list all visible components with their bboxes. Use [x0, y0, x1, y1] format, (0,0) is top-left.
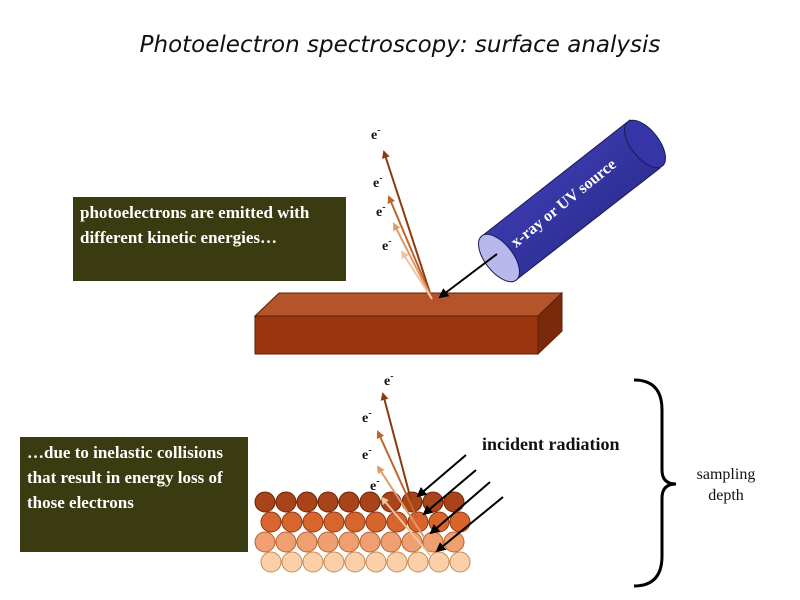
incident-ray-arrow	[435, 496, 504, 553]
atom-sphere	[317, 491, 339, 513]
photoelectron-arrow	[400, 250, 433, 300]
atom-sphere	[317, 531, 339, 553]
photoelectron-arrow	[382, 150, 433, 300]
atom-sphere	[443, 531, 465, 553]
incident-ray-arrow	[416, 454, 467, 498]
atom-sphere	[344, 511, 366, 533]
incident-ray-arrow	[422, 469, 477, 516]
photoelectron-arrow	[376, 465, 425, 538]
atom-sphere	[407, 551, 429, 573]
atom-sphere	[323, 551, 345, 573]
atom-sphere	[254, 491, 276, 513]
atom-sphere	[296, 491, 318, 513]
atom-sphere	[323, 511, 345, 533]
atom-sphere	[380, 531, 402, 553]
atom-sphere	[359, 491, 381, 513]
atom-sphere	[407, 511, 429, 533]
sampling-depth-brace	[633, 378, 677, 588]
photoelectron-arrow	[376, 430, 418, 519]
atom-sphere	[338, 491, 360, 513]
atom-sphere	[275, 491, 297, 513]
photoelectron-arrow	[380, 496, 431, 556]
photoelectron-arrow	[387, 195, 433, 300]
atom-sphere	[302, 511, 324, 533]
incident-ray-arrow	[429, 481, 491, 535]
atomic-lattice	[254, 491, 471, 573]
atom-sphere	[254, 531, 276, 553]
slide-title: Photoelectron spectroscopy: surface anal…	[139, 32, 661, 58]
atom-sphere	[386, 511, 408, 533]
incident-radiation-arrows	[416, 454, 504, 553]
electron-label: e-	[373, 173, 383, 191]
electron-label: e-	[362, 408, 372, 426]
electron-label: e-	[362, 445, 372, 463]
atom-sphere	[275, 531, 297, 553]
atom-sphere	[281, 511, 303, 533]
atom-sphere	[386, 551, 408, 573]
inelastic-collisions-text: …due to inelastic collisions that result…	[20, 437, 248, 552]
atom-sphere	[449, 551, 471, 573]
atom-sphere	[302, 551, 324, 573]
electron-label: e-	[384, 371, 394, 389]
atom-sphere	[260, 551, 282, 573]
photoelectron-arrow	[393, 222, 433, 300]
incident-beam-arrow	[438, 253, 498, 299]
incident-radiation-label: incident radiation	[482, 434, 620, 454]
atom-sphere	[428, 551, 450, 573]
atom-sphere	[344, 551, 366, 573]
atom-sphere	[401, 531, 423, 553]
atom-sphere	[422, 491, 444, 513]
atom-sphere	[260, 511, 282, 533]
atom-sphere	[359, 531, 381, 553]
electron-label: e-	[376, 202, 386, 220]
bottom-electron-labels: e- e- e- e-	[362, 371, 394, 494]
bottom-photoelectron-arrows	[376, 392, 431, 556]
atom-sphere	[338, 531, 360, 553]
electron-label: e-	[370, 476, 380, 494]
xray-uv-source-cylinder: x-ray or UV source	[478, 119, 666, 283]
electron-label: e-	[382, 236, 392, 254]
top-electron-labels: e- e- e- e-	[371, 125, 392, 254]
electron-label: e-	[371, 125, 381, 143]
atom-sphere	[365, 551, 387, 573]
atom-sphere	[428, 511, 450, 533]
sample-block	[253, 291, 564, 356]
photoelectron-arrow	[380, 392, 412, 501]
atom-sphere	[365, 511, 387, 533]
atom-sphere	[281, 551, 303, 573]
photoelectron-emission-text: photoelectrons are emitted with differen…	[73, 197, 346, 281]
sampling-depth-label: sampling depth	[696, 466, 756, 504]
top-photoelectron-arrows	[382, 150, 433, 300]
atom-sphere	[296, 531, 318, 553]
